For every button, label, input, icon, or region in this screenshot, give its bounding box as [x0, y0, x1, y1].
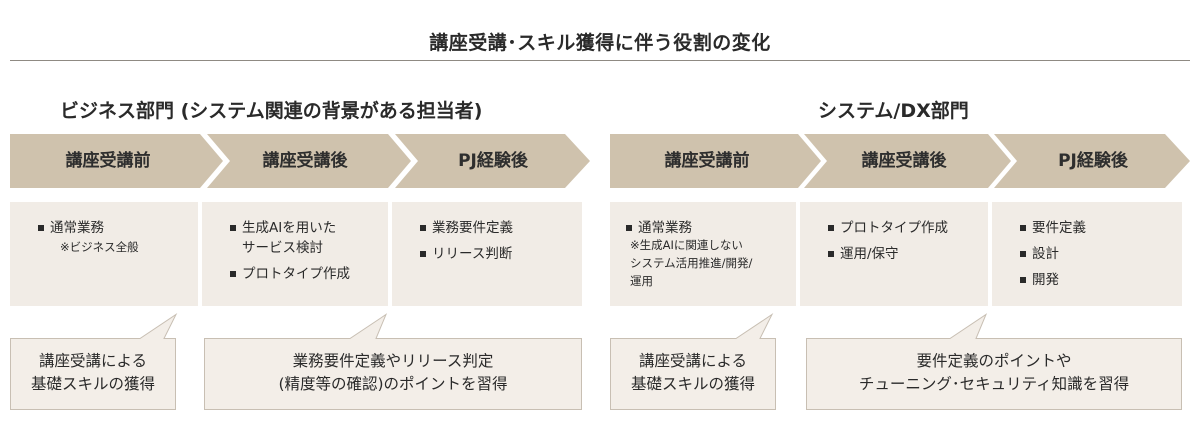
system-callout-1-bubble [610, 313, 776, 410]
business-callout-2-line-1: 業務要件定義やリリース判定 [292, 352, 494, 370]
system-pj-item-2: 設計 [1020, 244, 1182, 264]
business-callout-1-bubble [10, 313, 178, 410]
system-pj-item-3: 開発 [1020, 270, 1182, 290]
system-arrow-shape [610, 134, 1190, 188]
system-stage-pj: PJ経験後 [1058, 151, 1128, 171]
system-section-heading: システム/DX部門 [818, 100, 969, 122]
system-after-item-1: プロトタイプ作成 [828, 218, 988, 238]
system-callout-2: 要件定義のポイントや チューニング･セキュリティ知識を習得 [806, 313, 1182, 410]
business-before-note: ※ビジネス全般 [60, 240, 139, 254]
system-stage-before: 講座受講前 [664, 151, 750, 171]
system-callout-1: 講座受講による 基礎スキルの獲得 [610, 313, 776, 410]
system-callout-2-line-1: 要件定義のポイントや [916, 352, 1072, 370]
system-callout-1-line-1: 講座受講による [638, 352, 748, 370]
business-pj-item-2: リリース判断 [420, 244, 582, 264]
system-stage-arrow: 講座受講前 講座受講後 PJ経験後 [610, 134, 1190, 188]
system-box-pj: 要件定義 設計 開発 [992, 202, 1182, 306]
system-box-before: 通常業務 ※生成AIに関連しない システム活用推進/開発/ 運用 [610, 202, 796, 306]
business-stage-after: 講座受講後 [262, 151, 348, 171]
system-box-after: プロトタイプ作成 運用/保守 [800, 202, 988, 306]
business-box-after: 生成AIを用いた サービス検討 プロトタイプ作成 [202, 202, 388, 306]
business-after-item-2: プロトタイプ作成 [230, 264, 388, 284]
business-box-pj: 業務要件定義 リリース判断 [392, 202, 582, 306]
business-section-heading: ビジネス部門 (システム関連の背景がある担当者) [60, 100, 483, 122]
business-stage-arrow: 講座受講前 講座受講後 PJ経験後 [10, 134, 590, 188]
system-after-item-2: 運用/保守 [828, 244, 988, 264]
system-before-note: ※生成AIに関連しない システム活用推進/開発/ 運用 [630, 238, 753, 288]
system-stage-after: 講座受講後 [861, 151, 947, 171]
system-callout-1-line-2: 基礎スキルの獲得 [630, 375, 755, 393]
system-pj-item-1: 要件定義 [1020, 218, 1182, 238]
business-callout-2-bubble [204, 313, 582, 410]
business-callout-1-line-2: 基礎スキルの獲得 [30, 375, 155, 393]
business-callout-1-line-1: 講座受講による [38, 352, 148, 370]
business-after-item-1: 生成AIを用いた サービス検討 [230, 218, 388, 258]
business-box-before: 通常業務 ※ビジネス全般 [10, 202, 198, 306]
business-callout-2-line-2: (精度等の確認)のポイントを習得 [278, 375, 508, 393]
business-callout-1: 講座受講による 基礎スキルの獲得 [10, 313, 178, 410]
business-callout-2: 業務要件定義やリリース判定 (精度等の確認)のポイントを習得 [204, 313, 582, 410]
system-callout-2-bubble [806, 313, 1182, 410]
business-stage-pj: PJ経験後 [458, 151, 528, 171]
business-arrow-shape [10, 134, 590, 188]
system-callout-2-line-2: チューニング･セキュリティ知識を習得 [858, 375, 1130, 393]
title-divider [10, 60, 1190, 61]
business-pj-item-1: 業務要件定義 [420, 218, 582, 238]
system-before-item-1: 通常業務 [626, 218, 796, 238]
business-stage-before: 講座受講前 [65, 151, 151, 171]
page-title: 講座受講･スキル獲得に伴う役割の変化 [429, 32, 771, 54]
business-before-item-1: 通常業務 [38, 218, 198, 238]
